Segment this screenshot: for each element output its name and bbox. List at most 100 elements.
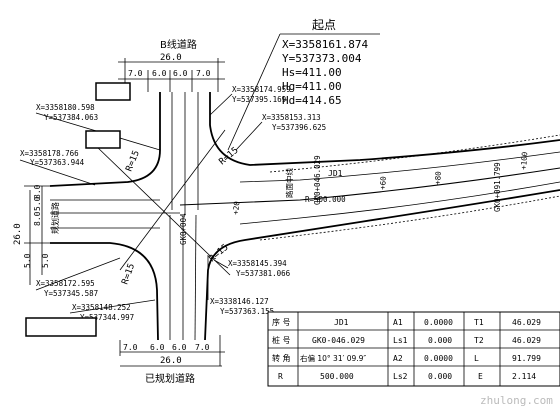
table-r2-c4: L <box>474 354 479 363</box>
table-r0-c3: 0.0000 <box>424 318 453 327</box>
left-dim-3: 8.0 <box>33 184 42 199</box>
top-total-dim: 26.0 <box>160 53 182 63</box>
watermark: zhulong.com <box>480 394 553 407</box>
table-r2-c3: 0.0000 <box>424 354 453 363</box>
bottom-dim-4: 7.0 <box>195 343 210 352</box>
station-s4: GK0+004 <box>179 213 188 245</box>
start-point-callout: 起点 X=3358161.874 Y=537373.004 Hs=411.00 … <box>227 18 380 151</box>
curb-bottom-right <box>204 189 560 341</box>
start-hs: Hs=411.00 <box>282 66 342 79</box>
curve-element-table: 序 号 JD1 A1 0.0000 T1 46.029 桩 号 GK0-046.… <box>267 311 560 387</box>
top-dim-4: 7.0 <box>196 69 211 78</box>
station-s6: +60 <box>378 176 388 191</box>
top-dimension: B线道路 26.0 7.0 6.0 6.0 7.0 <box>118 38 225 92</box>
planned-road-label: 已规划道路 <box>145 372 195 385</box>
bottom-dimension: 7.0 6.0 6.0 7.0 26.0 已规划道路 <box>119 335 225 385</box>
radius-nw: R=15 <box>125 149 142 173</box>
c4-x: X=3358153.313 <box>262 113 321 122</box>
top-dim-3: 6.0 <box>173 69 188 78</box>
left-dim-4: 5.0 <box>23 253 32 268</box>
table-r1-c2: Ls1 <box>393 336 408 345</box>
table-r1-c3: 0.000 <box>428 336 452 345</box>
station-s2: GK0+046.029 <box>313 155 322 205</box>
start-y: Y=537373.004 <box>282 52 362 65</box>
station-s3: GK0+091.799 <box>493 162 502 212</box>
table-r3-c1: 500.000 <box>320 372 354 381</box>
c1-y: Y=537384.063 <box>44 113 98 122</box>
table-r1-c1: GK0-046.029 <box>312 336 365 345</box>
label-box-top <box>95 82 131 101</box>
table-r0-c5: 46.029 <box>512 318 541 327</box>
left-dim-2: 5.0 <box>33 196 42 211</box>
c6-x: X=3358148.252 <box>72 303 131 312</box>
table-r2-c2: A2 <box>393 354 403 363</box>
table-r2-c1: 右偏 10° 31′ 09.9″ <box>300 353 366 363</box>
left-total-dim: 26.0 <box>13 223 23 245</box>
table-r0-c4: T1 <box>474 318 484 327</box>
c8-y: Y=537363.155 <box>220 307 274 316</box>
table-r3-c5: 2.114 <box>512 372 536 381</box>
table-r0-c1: JD1 <box>334 318 349 327</box>
bottom-total-dim: 26.0 <box>160 356 182 366</box>
top-dim-1: 7.0 <box>128 69 143 78</box>
ditch-upper <box>269 134 560 173</box>
c2-x: X=3358178.766 <box>20 149 79 158</box>
curb-bottom-left <box>50 242 159 341</box>
start-x: X=3358161.874 <box>282 38 368 51</box>
c8-x: X=3338146.127 <box>210 297 269 306</box>
main-lane-1 <box>239 151 560 183</box>
table-r1-c5: 46.029 <box>512 336 541 345</box>
c7-x: X=3358145.394 <box>228 259 287 268</box>
curb-top-left <box>49 92 161 187</box>
c3-y: Y=537395.169 <box>232 95 286 104</box>
top-dim-2: 6.0 <box>152 69 167 78</box>
station-jd: JD1 <box>328 169 343 178</box>
table-r2-c0: 转 角 <box>272 353 291 363</box>
ditch-lower <box>259 195 560 241</box>
main-centerline <box>179 167 560 206</box>
start-hd: Hd=414.65 <box>282 94 342 107</box>
table-r0-c0: 序 号 <box>272 317 291 327</box>
table-r2-c5: 91.799 <box>512 354 541 363</box>
left-dimension: 26.0 8.0 5.0 8.0 5.0 5.0 规划道路 <box>13 184 60 285</box>
main-lane-2 <box>239 181 560 225</box>
bottom-dim-2: 6.0 <box>150 343 165 352</box>
table-r1-c4: T2 <box>474 336 484 345</box>
c4-y: Y=537396.625 <box>272 123 326 132</box>
table-r1-c0: 桩 号 <box>272 335 291 345</box>
road-edges <box>49 92 560 341</box>
skew-line-2 <box>119 129 226 271</box>
c5-x: X=3358172.595 <box>36 279 95 288</box>
table-r3-c3: 0.000 <box>428 372 452 381</box>
table-r3-c2: Ls2 <box>393 372 408 381</box>
bottom-dim-1: 7.0 <box>123 343 138 352</box>
main-center-label: 路面中线 <box>284 168 294 198</box>
left-dim-1: 8.0 <box>33 211 42 226</box>
c7-y: Y=537381.066 <box>236 269 291 278</box>
c1-x: X=3358180.598 <box>36 103 95 112</box>
table-r3-c4: E <box>478 372 483 381</box>
station-r500: R=500.000 <box>305 195 346 204</box>
c5-y: Y=537345.587 <box>44 289 98 298</box>
start-hg: Hg=411.00 <box>282 80 342 93</box>
c2-y: Y=537363.944 <box>30 158 85 167</box>
c6-y: Y=537344.997 <box>80 313 134 322</box>
left-road-label: 规划道路 <box>50 202 60 234</box>
bottom-dim-3: 6.0 <box>172 343 187 352</box>
lane-line-bottom-3 <box>194 214 197 341</box>
label-box-bottom <box>25 317 97 337</box>
c3-x: X=3358174.959 <box>232 85 291 94</box>
table-r0-c2: A1 <box>393 318 403 327</box>
skew-line <box>94 144 231 276</box>
station-s7: +80 <box>433 171 443 186</box>
label-box-left <box>85 130 121 149</box>
coord-callouts: X=3358180.598 Y=537384.063 X=3358178.766… <box>19 85 326 322</box>
table-r3-c0: R <box>278 372 283 381</box>
left-dim-5: 5.0 <box>41 253 50 268</box>
b-line-road-label: B线道路 <box>160 38 197 51</box>
station-s8: +100 <box>519 151 529 170</box>
start-point-label: 起点 <box>312 18 336 32</box>
station-s5: +20 <box>231 200 241 215</box>
curb-top-right <box>209 92 560 166</box>
